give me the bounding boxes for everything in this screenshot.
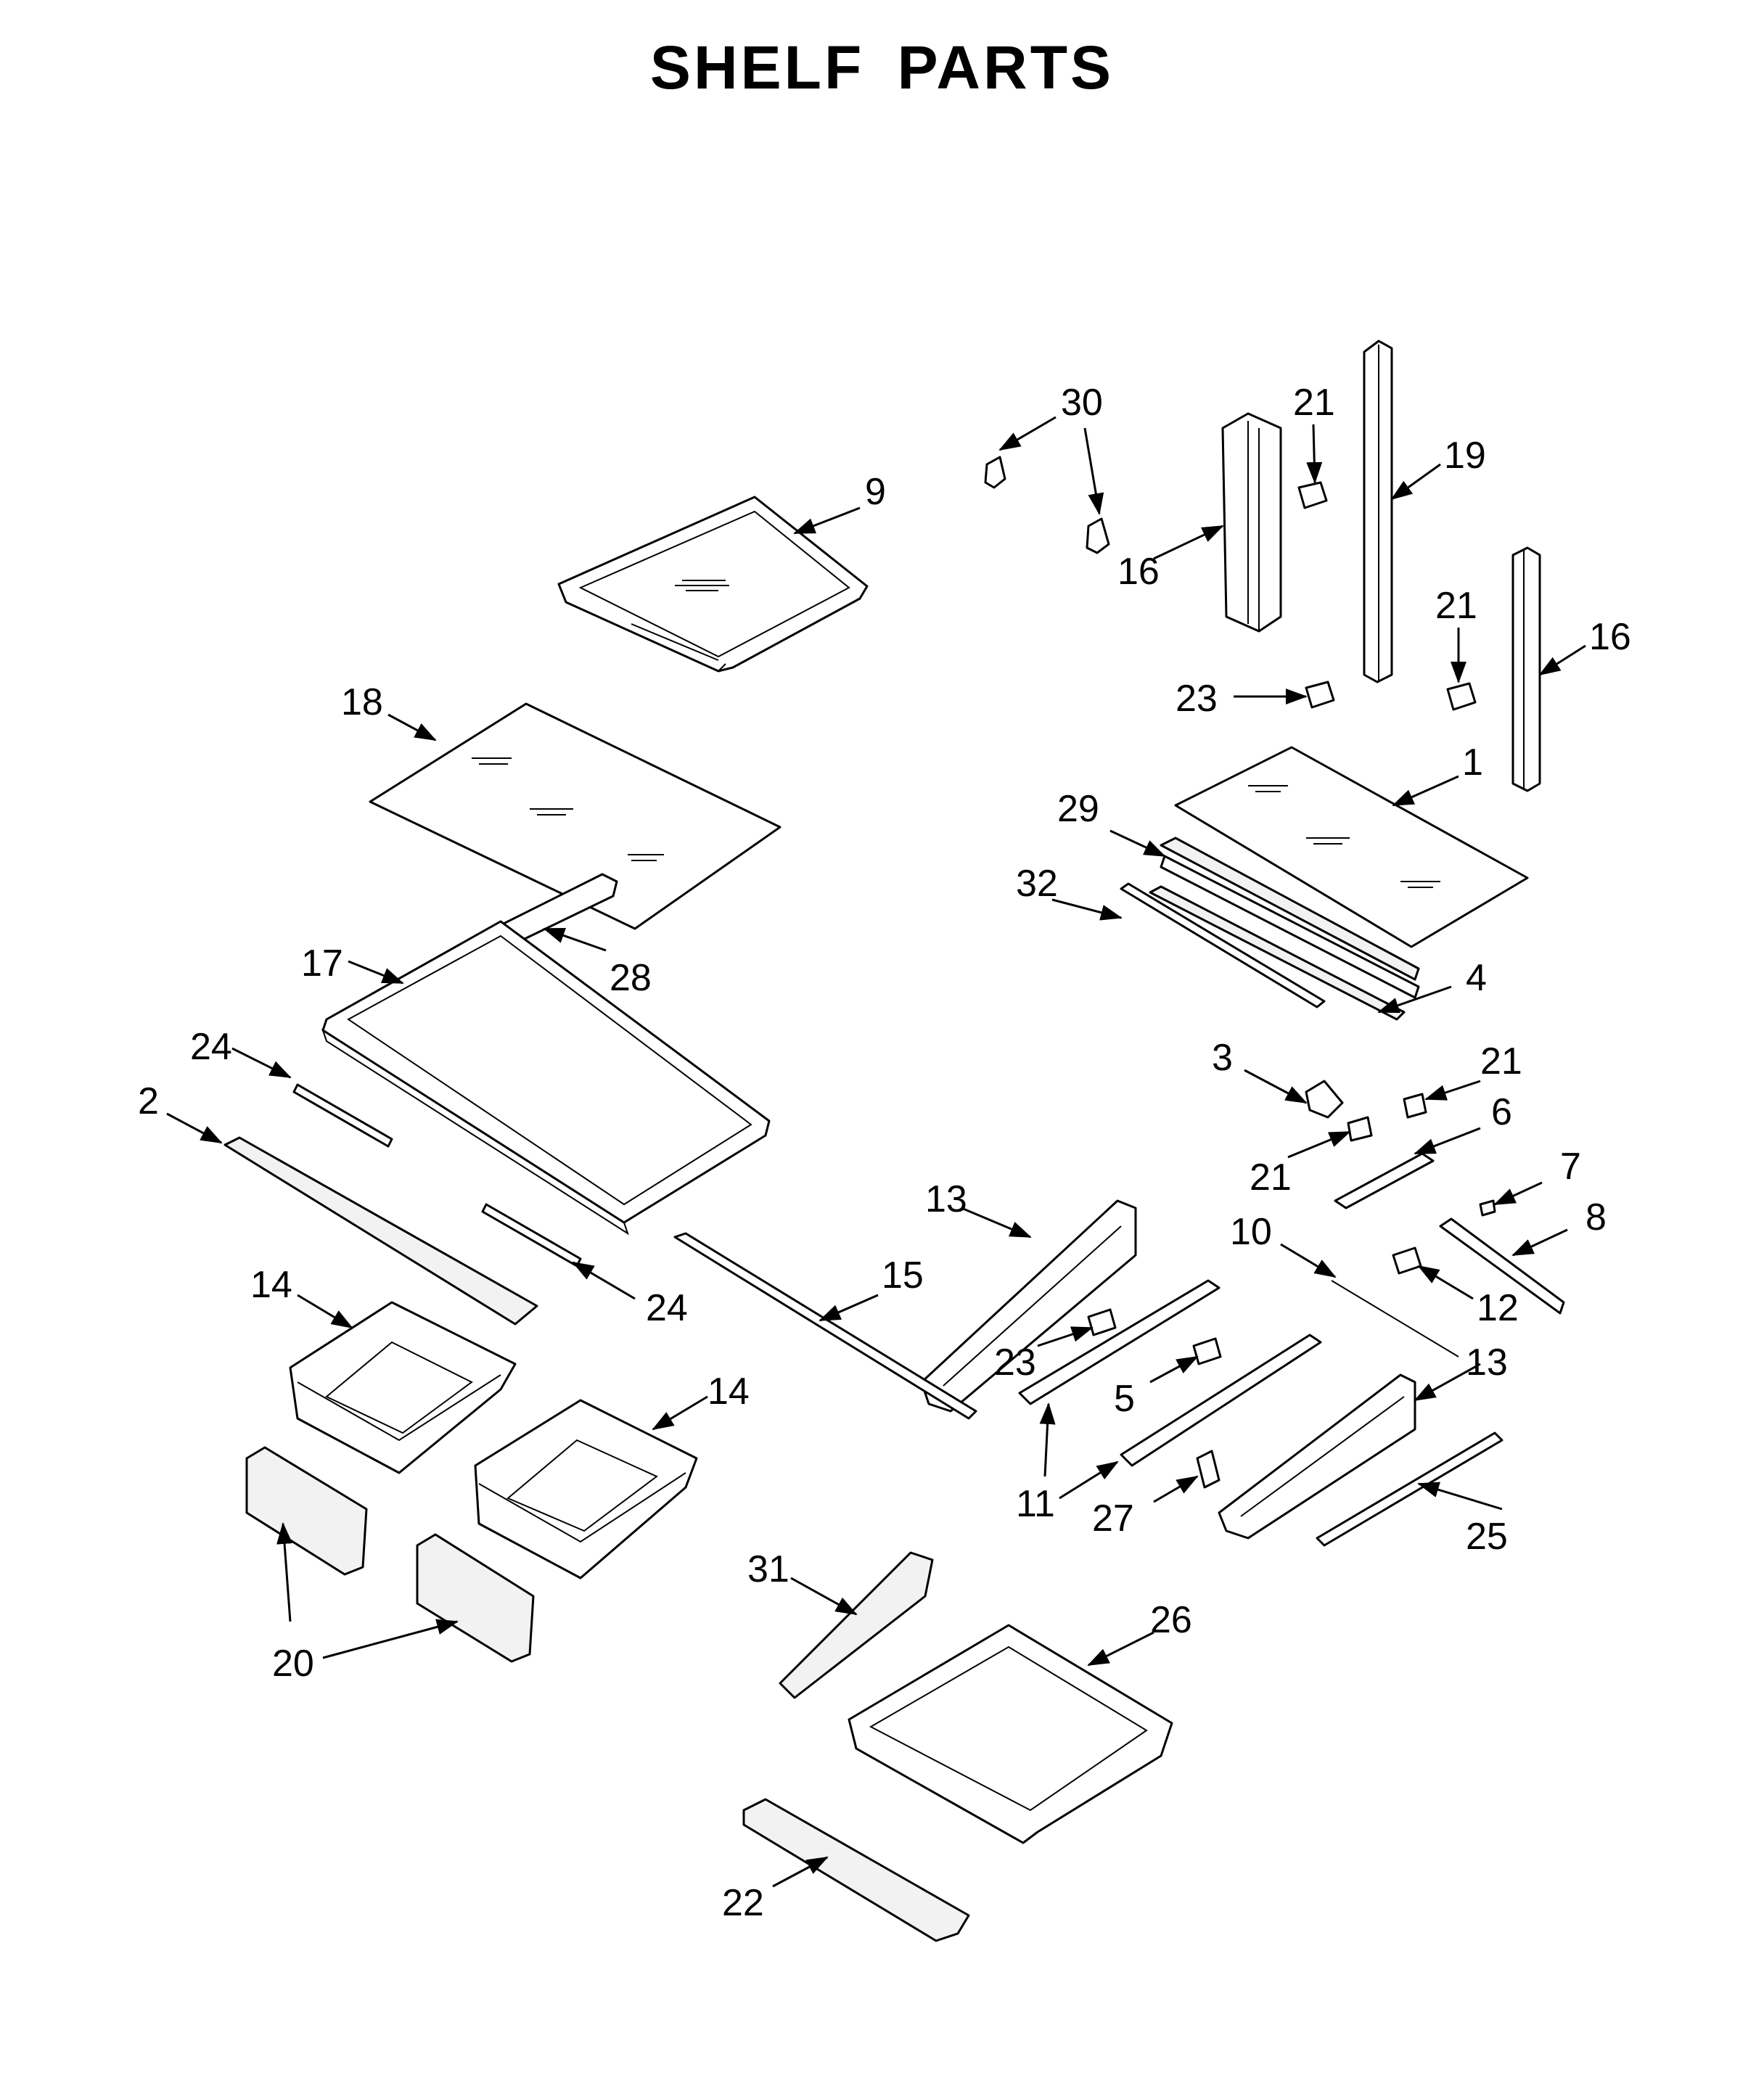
- part-20-drawer-front: [245, 1446, 368, 1576]
- callout-22: 22: [722, 1882, 764, 1924]
- part-32-strip: [1120, 882, 1326, 1008]
- part-1-glass-shelf: [1174, 746, 1529, 948]
- part-14-crisper-drawer-right: [474, 1399, 698, 1579]
- part-22-front-trim: [742, 1798, 970, 1942]
- callout-16: 16: [1589, 616, 1631, 658]
- page-title: SHELF PARTS: [649, 33, 1115, 102]
- callout-9: 9: [865, 471, 886, 513]
- callout-19: 19: [1444, 435, 1486, 477]
- callout-11: 11: [1016, 1483, 1055, 1525]
- part-2-front-trim: [223, 1136, 538, 1326]
- part-19-vertical-rail: [1363, 340, 1393, 683]
- callout-21: 21: [1293, 382, 1335, 424]
- part-9-shelf-assembly: [557, 496, 869, 673]
- callout-18: 18: [341, 681, 383, 723]
- callout-28: 28: [610, 957, 652, 999]
- part-29-shelf-trim: [1160, 837, 1420, 999]
- callout-1: 1: [1462, 741, 1483, 784]
- part-26-pan: [848, 1624, 1173, 1844]
- part-23-screw: [1305, 681, 1335, 709]
- callout-29: 29: [1057, 788, 1099, 830]
- callout-2: 2: [138, 1080, 159, 1122]
- part-23-screw-lower: [1087, 1308, 1117, 1336]
- callout-25: 25: [1466, 1516, 1508, 1558]
- callout-13: 13: [1466, 1342, 1508, 1384]
- callout-7: 7: [1560, 1146, 1581, 1188]
- callout-15: 15: [882, 1254, 924, 1297]
- part-25-bar: [1316, 1431, 1503, 1547]
- part-24-bracket-top: [292, 1083, 393, 1148]
- part-12-screw: [1392, 1246, 1422, 1275]
- part-13-slide-housing: [920, 1199, 1137, 1413]
- callout-20: 20: [272, 1643, 314, 1685]
- part-10-rod: [1331, 1280, 1459, 1357]
- part-24-bracket-bottom: [481, 1203, 582, 1268]
- callout-14: 14: [250, 1264, 292, 1306]
- part-3-bracket: [1305, 1080, 1344, 1119]
- part-21-screw-top: [1297, 481, 1328, 509]
- part-18-glass-shelf: [369, 702, 782, 930]
- part-11-slide-rail: [1018, 1279, 1221, 1405]
- part-21-screw-right: [1446, 682, 1477, 711]
- part-16-shelf-rail: [1221, 412, 1282, 633]
- callout-23: 23: [1176, 678, 1218, 720]
- callout-6: 6: [1491, 1091, 1512, 1133]
- callout-26: 26: [1150, 1599, 1192, 1641]
- callout-32: 32: [1016, 863, 1058, 905]
- part-13-slide-housing-lower: [1218, 1373, 1416, 1540]
- callout-4: 4: [1466, 957, 1487, 999]
- callout-8: 8: [1585, 1196, 1607, 1238]
- part-14-crisper-drawer: [289, 1301, 517, 1474]
- callout-13: 13: [925, 1178, 967, 1220]
- callout-3: 3: [1212, 1037, 1233, 1079]
- callout-10: 10: [1230, 1211, 1272, 1253]
- callout-27: 27: [1092, 1497, 1134, 1540]
- callout-17: 17: [301, 942, 343, 985]
- callout-24: 24: [190, 1026, 232, 1068]
- callout-21: 21: [1250, 1156, 1292, 1199]
- callout-21: 21: [1435, 585, 1477, 627]
- part-rail-lower: [1120, 1334, 1322, 1467]
- part-27-clip: [1196, 1450, 1221, 1489]
- part-8-rail: [1439, 1217, 1565, 1315]
- callout-labels: 30 21 19 9 16 21 16 23 18 1 29 32 28 17 …: [138, 382, 1631, 1924]
- part-4-trim-strip: [1149, 885, 1406, 1021]
- callout-31: 31: [747, 1548, 789, 1590]
- leader-lines: [166, 416, 1586, 1888]
- part-21-screw-lower-right: [1403, 1093, 1427, 1119]
- part-20-drawer-front-right: [416, 1533, 535, 1663]
- callout-24: 24: [646, 1287, 688, 1329]
- part-21-screw-lower: [1347, 1116, 1373, 1142]
- part-7-clip: [1479, 1199, 1496, 1217]
- callout-21: 21: [1480, 1040, 1522, 1082]
- callout-16: 16: [1117, 551, 1160, 593]
- callout-30: 30: [1061, 382, 1103, 424]
- callout-5: 5: [1114, 1378, 1135, 1420]
- callout-12: 12: [1477, 1287, 1519, 1329]
- part-15-strip: [673, 1232, 977, 1420]
- callout-23: 23: [994, 1342, 1036, 1384]
- part-17-shelf-frame: [321, 920, 771, 1236]
- callout-14: 14: [707, 1371, 750, 1413]
- part-16-shelf-rail-right: [1511, 546, 1541, 792]
- part-6-bracket: [1334, 1152, 1435, 1209]
- part-30-clip: [984, 456, 1110, 554]
- part-5-screw: [1192, 1337, 1222, 1365]
- part-31-divider: [779, 1551, 934, 1699]
